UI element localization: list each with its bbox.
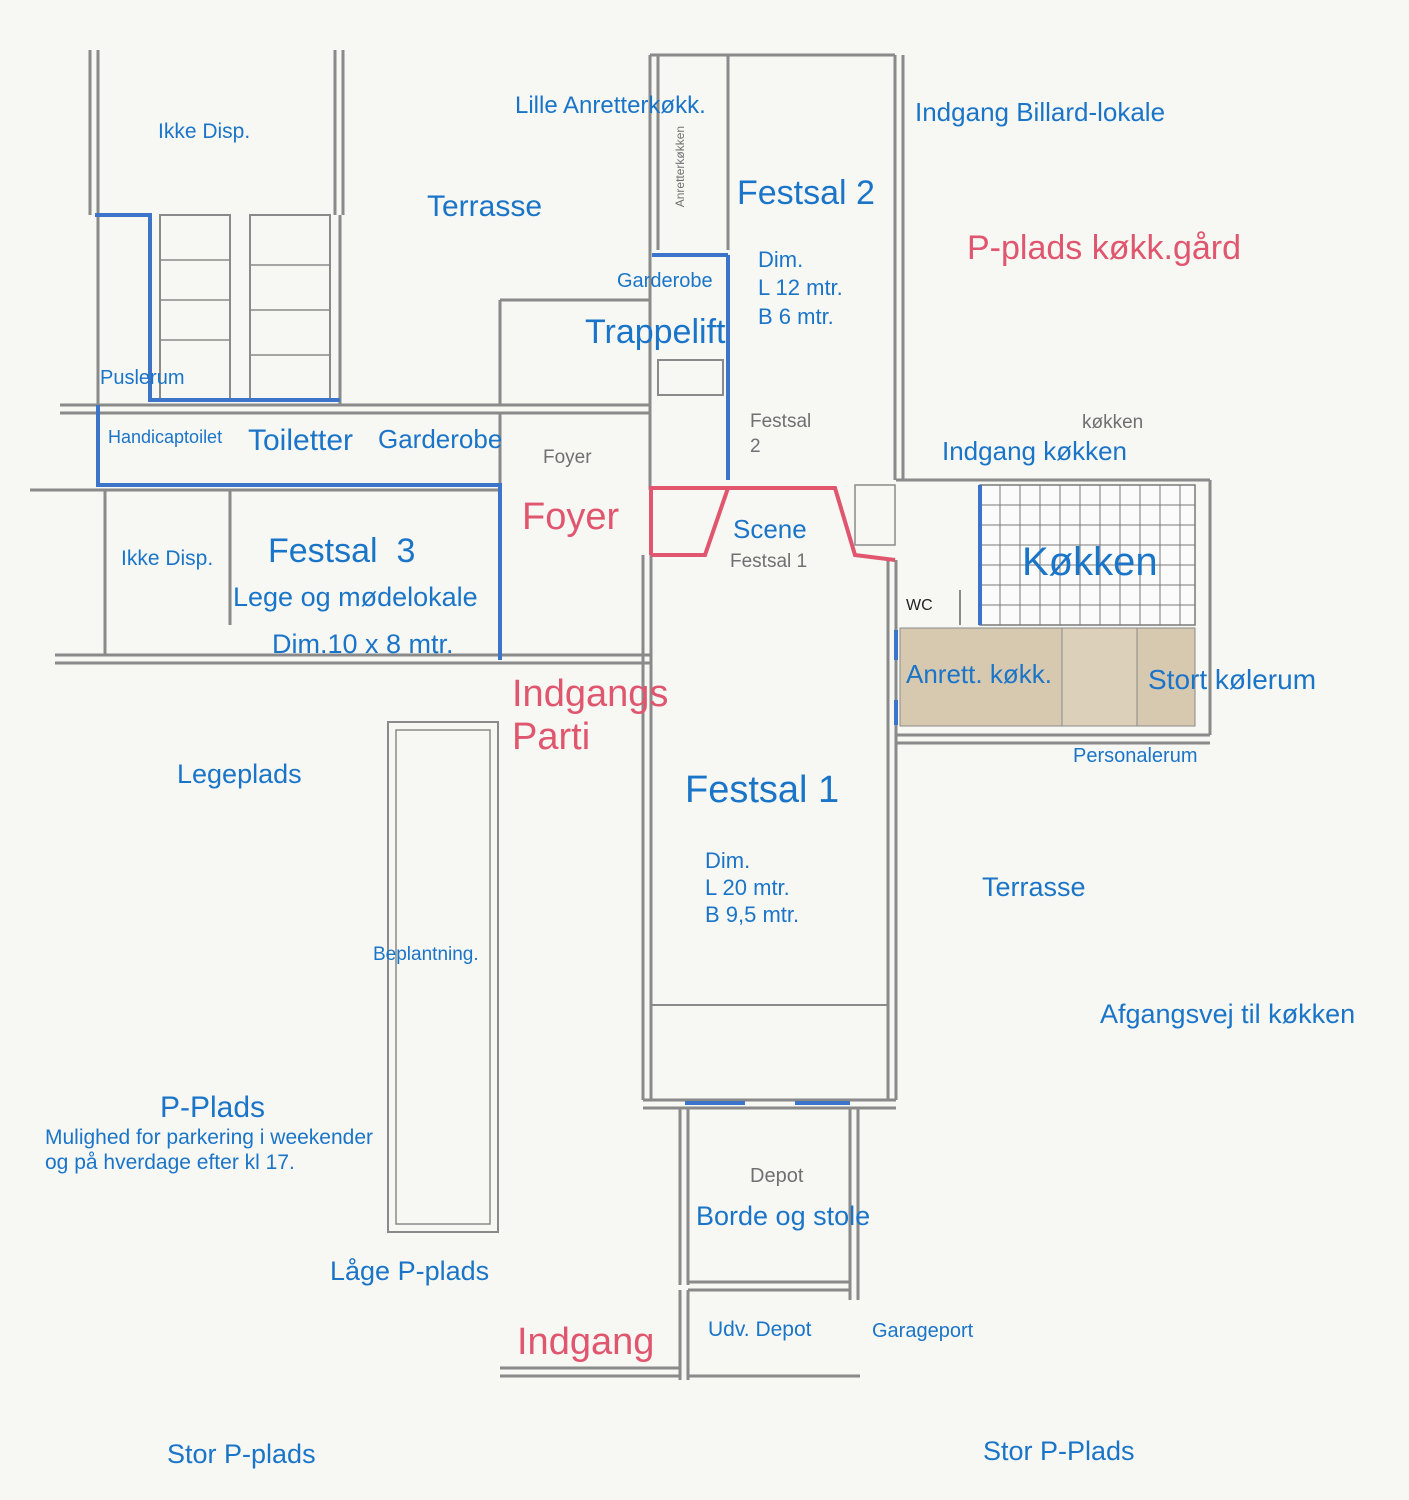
label-garageport: Garageport [872, 1320, 974, 1342]
label-festsal-2: Festsal 2 [737, 174, 875, 212]
label-p-plads-kokk-gaard: P-plads køkk.gård [967, 229, 1241, 267]
label-dim-festsal-1: Dim. [705, 848, 751, 873]
label-indgang-billard: Indgang Billard-lokale [915, 97, 1166, 127]
label-indgangs: Indgangs [512, 673, 669, 715]
label-ikke-disp-mid: Ikke Disp. [121, 547, 214, 570]
label-wc: WC [906, 597, 933, 614]
label-anretterkokken-vertical: Anretterkøkken [673, 125, 688, 208]
label-parti: Parti [512, 716, 591, 758]
label-borde-og-stole: Borde og stole [696, 1201, 871, 1231]
red-highlight-walls [649, 486, 896, 562]
label-dim-festsal-2: Dim. [758, 247, 804, 272]
label-legeplads: Legeplads [177, 759, 302, 789]
label-kokken-plan: køkken [1082, 412, 1144, 433]
label-festsal-1-plan: Festsal 1 [730, 551, 808, 572]
label-festsal-2-plan-number: 2 [750, 436, 761, 457]
label-stor-p-plads-right: Stor P-Plads [983, 1436, 1135, 1466]
label-mulighed-line-1: Mulighed for parkering i weekender [45, 1126, 374, 1149]
label-udv-depot: Udv. Depot [708, 1318, 812, 1341]
label-festsal-1: Festsal 1 [685, 769, 840, 811]
label-lege-og-modelokale: Lege og mødelokale [233, 582, 478, 612]
label-p-plads: P-Plads [160, 1091, 266, 1124]
label-indgang-kokken: Indgang køkken [942, 436, 1128, 466]
label-puslerum: Puslerum [100, 367, 185, 389]
label-dim-festsal-1-width: B 9,5 mtr. [705, 902, 800, 927]
label-foyer: Foyer [522, 496, 620, 538]
label-laage-p-plads: Låge P-plads [330, 1256, 490, 1286]
label-stort-kolerum: Stort kølerum [1148, 664, 1317, 695]
label-dim-festsal-1-length: L 20 mtr. [705, 875, 790, 900]
label-lille-anretterkokken: Lille Anretterkøkk. [515, 92, 706, 119]
label-festsal-3: Festsal 3 [268, 532, 416, 570]
label-indgang: Indgang [517, 1321, 655, 1363]
label-ikke-disp-top: Ikke Disp. [158, 120, 251, 143]
label-personalerum: Personalerum [1073, 745, 1198, 767]
label-trappelift: Trappelift [585, 313, 726, 351]
label-terrasse-top: Terrasse [427, 190, 543, 223]
label-afgangsvej: Afgangsvej til køkken [1100, 999, 1356, 1029]
blue-highlight-walls [95, 213, 982, 1105]
label-scene: Scene [733, 514, 807, 544]
label-garderobe-top: Garderobe [617, 270, 713, 292]
label-terrasse-right: Terrasse [982, 872, 1086, 902]
label-mulighed-line-2: og på hverdage efter kl 17. [45, 1151, 295, 1174]
label-kokken: Køkken [1022, 540, 1158, 584]
label-anrett-kokk: Anrett. køkk. [906, 659, 1052, 689]
label-depot-plan: Depot [750, 1165, 804, 1187]
label-beplantning: Beplantning. [373, 944, 479, 965]
label-foyer-plan: Foyer [543, 447, 592, 468]
label-garderobe-mid: Garderobe [378, 424, 503, 454]
label-handicaptoilet: Handicaptoilet [108, 427, 223, 447]
kitchen-floor [899, 484, 1196, 727]
label-toiletter: Toiletter [248, 424, 354, 457]
label-dim-festsal-3: Dim.10 x 8 mtr. [272, 629, 454, 659]
label-dim-festsal-2-length: L 12 mtr. [758, 275, 843, 300]
label-stor-p-plads-left: Stor P-plads [167, 1439, 316, 1469]
label-dim-festsal-2-width: B 6 mtr. [758, 304, 834, 329]
label-festsal-2-plan: Festsal [750, 411, 812, 432]
